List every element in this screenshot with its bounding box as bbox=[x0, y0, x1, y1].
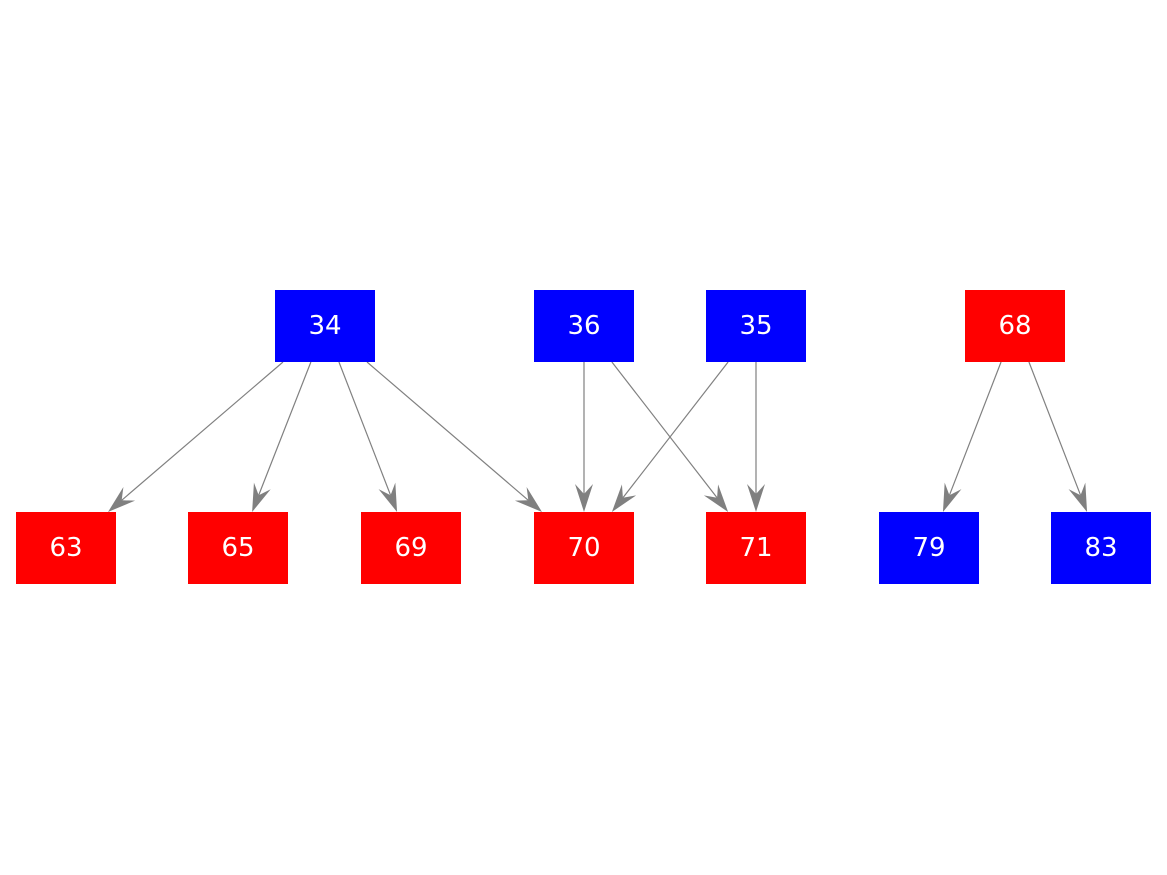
node-label: 79 bbox=[912, 533, 945, 563]
edge-36-to-70 bbox=[575, 362, 593, 512]
node-label: 36 bbox=[567, 311, 600, 341]
edge-68-to-79 bbox=[942, 361, 1002, 512]
edge-34-to-63 bbox=[108, 361, 284, 512]
node-box bbox=[706, 290, 806, 362]
node-box bbox=[361, 512, 461, 584]
node-box bbox=[275, 290, 375, 362]
node-box bbox=[534, 290, 634, 362]
node-34: 34 bbox=[275, 290, 375, 362]
node-box bbox=[879, 512, 979, 584]
node-box bbox=[188, 512, 288, 584]
edge-line bbox=[622, 361, 729, 499]
arrowhead-icon bbox=[1068, 482, 1088, 512]
node-label: 68 bbox=[998, 311, 1031, 341]
edge-line bbox=[258, 361, 312, 496]
node-63: 63 bbox=[16, 512, 116, 584]
node-35: 35 bbox=[706, 290, 806, 362]
node-box bbox=[706, 512, 806, 584]
edge-36-to-71 bbox=[611, 361, 729, 512]
arrowhead-icon bbox=[611, 484, 637, 512]
node-label: 65 bbox=[221, 533, 254, 563]
node-box bbox=[1051, 512, 1151, 584]
arrowhead-icon bbox=[703, 484, 729, 512]
edge-line bbox=[611, 361, 718, 499]
edge-68-to-83 bbox=[1028, 361, 1088, 512]
edge-34-to-65 bbox=[252, 361, 312, 512]
node-box bbox=[534, 512, 634, 584]
edge-layer bbox=[108, 361, 1088, 512]
arrowhead-icon bbox=[575, 484, 593, 512]
edge-34-to-70 bbox=[366, 361, 542, 512]
edge-line bbox=[338, 361, 392, 496]
node-box bbox=[965, 290, 1065, 362]
node-label: 35 bbox=[739, 311, 772, 341]
node-box bbox=[16, 512, 116, 584]
arrowhead-icon bbox=[514, 486, 542, 512]
arrowhead-icon bbox=[378, 482, 398, 512]
arrowhead-icon bbox=[252, 482, 271, 512]
arrowhead-icon bbox=[108, 486, 136, 512]
edge-line bbox=[121, 361, 284, 501]
edge-line bbox=[948, 361, 1002, 496]
node-36: 36 bbox=[534, 290, 634, 362]
node-65: 65 bbox=[188, 512, 288, 584]
edge-line bbox=[366, 361, 529, 501]
node-label: 63 bbox=[49, 533, 82, 563]
edge-line bbox=[1028, 361, 1082, 496]
node-69: 69 bbox=[361, 512, 461, 584]
node-label: 34 bbox=[308, 311, 341, 341]
node-label: 70 bbox=[567, 533, 600, 563]
node-layer: 34 36 35 68 63 65 69 70 71 79 83 bbox=[16, 290, 1151, 584]
edge-34-to-69 bbox=[338, 361, 398, 512]
node-label: 83 bbox=[1084, 533, 1117, 563]
arrowhead-icon bbox=[747, 484, 765, 512]
edge-35-to-71 bbox=[747, 362, 765, 512]
arrowhead-icon bbox=[942, 482, 962, 512]
node-68: 68 bbox=[965, 290, 1065, 362]
node-label: 71 bbox=[739, 533, 772, 563]
node-label: 69 bbox=[394, 533, 427, 563]
node-71: 71 bbox=[706, 512, 806, 584]
edge-35-to-70 bbox=[611, 361, 729, 512]
node-79: 79 bbox=[879, 512, 979, 584]
node-70: 70 bbox=[534, 512, 634, 584]
node-83: 83 bbox=[1051, 512, 1151, 584]
